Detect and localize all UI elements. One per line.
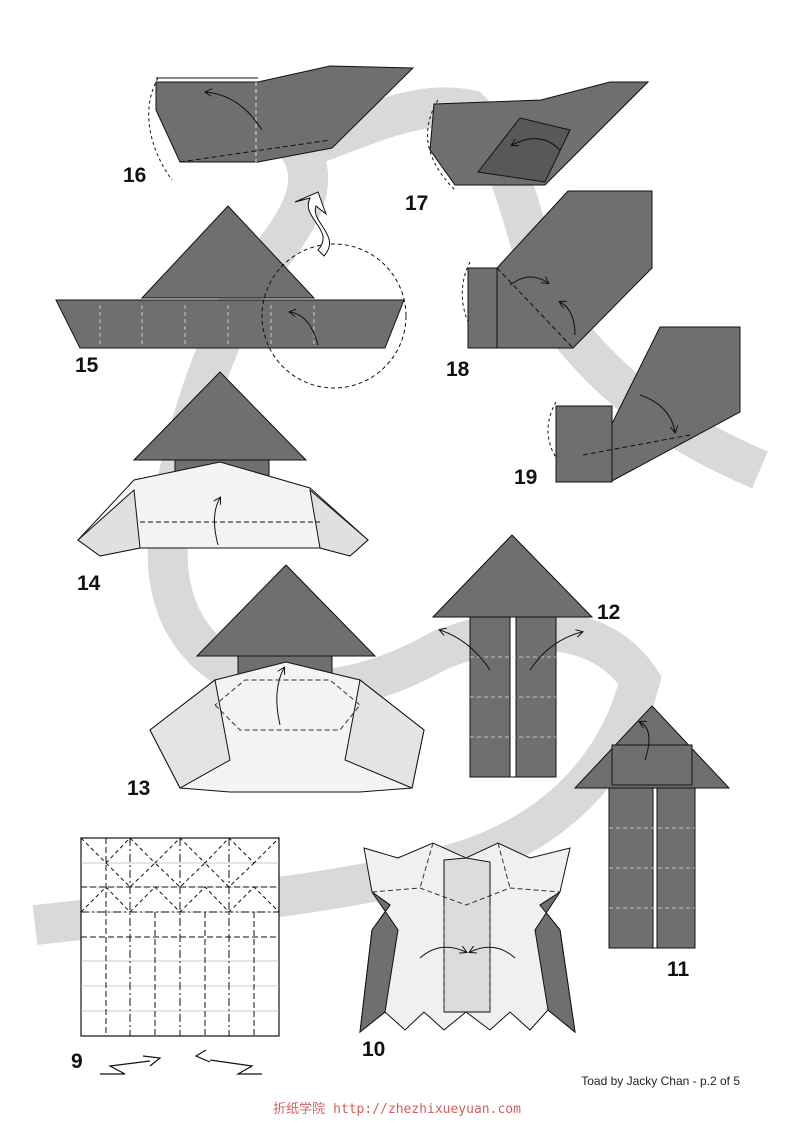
step-17-diagram [427, 81, 650, 191]
step-14-diagram [77, 371, 369, 557]
site-url[interactable]: http://zhezhixueyuan.com [333, 1102, 521, 1117]
step-number-10: 10 [362, 1038, 386, 1061]
step-19-diagram [547, 326, 741, 483]
site-name: 折纸学院 [273, 1102, 326, 1117]
step-18-diagram [461, 190, 653, 349]
step-13-diagram [149, 564, 425, 793]
page-credit: Toad by Jacky Chan - p.2 of 5 [581, 1074, 740, 1088]
step-number-19: 19 [514, 466, 538, 489]
step-number-18: 18 [446, 358, 470, 381]
step-11-diagram [573, 705, 731, 949]
step-number-17: 17 [405, 192, 429, 215]
step-12-diagram [431, 534, 594, 778]
step-number-9: 9 [71, 1050, 83, 1073]
step-15-diagram [55, 191, 407, 389]
step-number-16: 16 [123, 164, 147, 187]
step-number-12: 12 [597, 601, 621, 624]
site-watermark: 折纸学院 http://zhezhixueyuan.com [0, 1098, 794, 1117]
step-number-13: 13 [127, 777, 151, 800]
step-9-diagram [80, 837, 280, 1075]
step-number-14: 14 [77, 572, 101, 595]
step-10-diagram [359, 842, 576, 1034]
step-16-diagram [148, 65, 415, 181]
step-number-15: 15 [75, 354, 99, 377]
step-number-11: 11 [667, 958, 690, 981]
